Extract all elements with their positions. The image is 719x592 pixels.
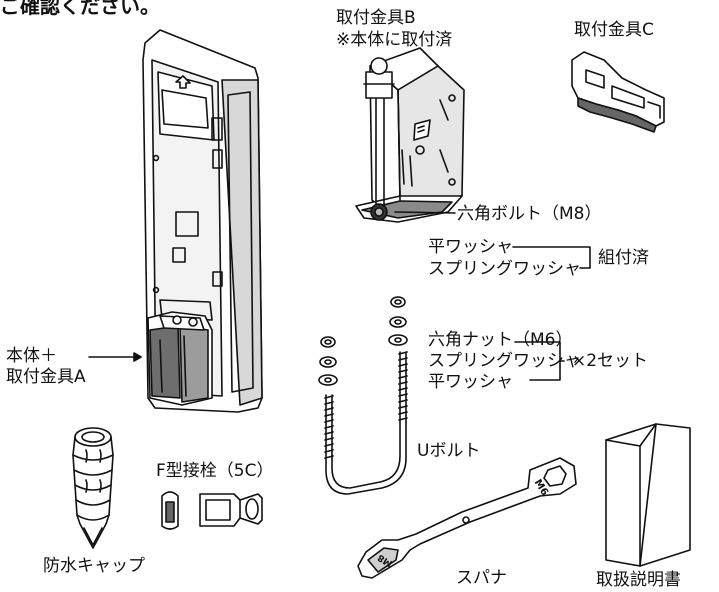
bracket-c-illustration — [572, 52, 664, 132]
hex-nut-label: 六角ナット（M6） — [428, 330, 573, 350]
main-body-label-line1: 本体＋ — [6, 346, 57, 366]
main-body-illustration — [143, 30, 262, 412]
page-heading: ご確認ください。 — [0, 0, 160, 18]
main-body-label-line2: 取付金具A — [6, 367, 86, 387]
f-connector-label: F型接栓（5C） — [156, 461, 274, 481]
nut-spring-washer-label: スプリングワッシャ — [428, 351, 581, 371]
waterproof-cap-label: 防水キャップ — [43, 556, 145, 576]
assembled-label: 組付済 — [598, 248, 649, 268]
manual-illustration — [606, 424, 690, 566]
wrench-illustration — [358, 458, 576, 578]
hex-bolt-label: 六角ボルト（M8） — [457, 204, 602, 224]
u-bolt-label: Uボルト — [417, 441, 481, 461]
wrench-label: スパナ — [456, 568, 507, 588]
bracket-b-note: ※本体に取付済 — [336, 30, 453, 50]
bracket-b-illustration — [356, 48, 464, 222]
manual-label: 取扱説明書 — [596, 570, 681, 590]
bracket-b-label: 取付金具B — [336, 8, 416, 28]
f-connector-illustration — [162, 492, 262, 529]
set-quantity-label: ×2セット — [572, 351, 649, 371]
spring-washer-label: スプリングワッシャ — [428, 259, 581, 279]
waterproof-cap-illustration — [73, 428, 113, 548]
flat-washer-label: 平ワッシャ — [428, 237, 513, 257]
nut-flat-washer-label: 平ワッシャ — [428, 372, 513, 392]
bracket-c-label: 取付金具C — [574, 20, 654, 40]
u-bolt-illustration — [319, 297, 407, 494]
